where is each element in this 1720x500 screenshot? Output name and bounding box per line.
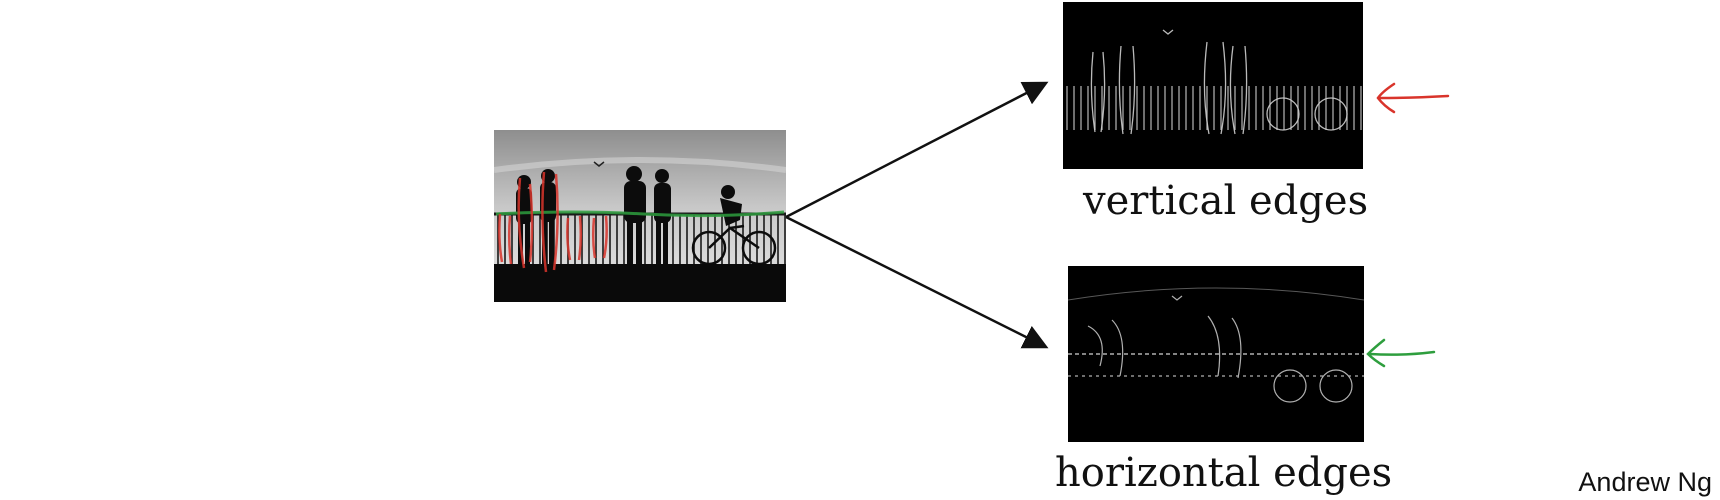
arrow-right-down-icon — [785, 215, 1049, 349]
ground — [494, 264, 786, 302]
connector-arrows — [785, 81, 1049, 349]
bird-silhouette — [593, 161, 605, 167]
horizontal-edges-image — [1068, 266, 1364, 442]
horizontal-edges-label: horizontal edges — [1055, 450, 1393, 496]
author-name: Andrew Ng — [1578, 467, 1712, 497]
hand-drawn-arrow-left-icon — [1376, 82, 1450, 114]
arrow-right-up-icon — [785, 81, 1049, 219]
vertical-edges-label: vertical edges — [1083, 178, 1369, 224]
vertical-edge-annotations — [498, 171, 608, 273]
source-image — [494, 130, 786, 302]
vertical-edges-image — [1063, 2, 1363, 169]
hand-drawn-arrow-left-icon — [1366, 338, 1436, 368]
